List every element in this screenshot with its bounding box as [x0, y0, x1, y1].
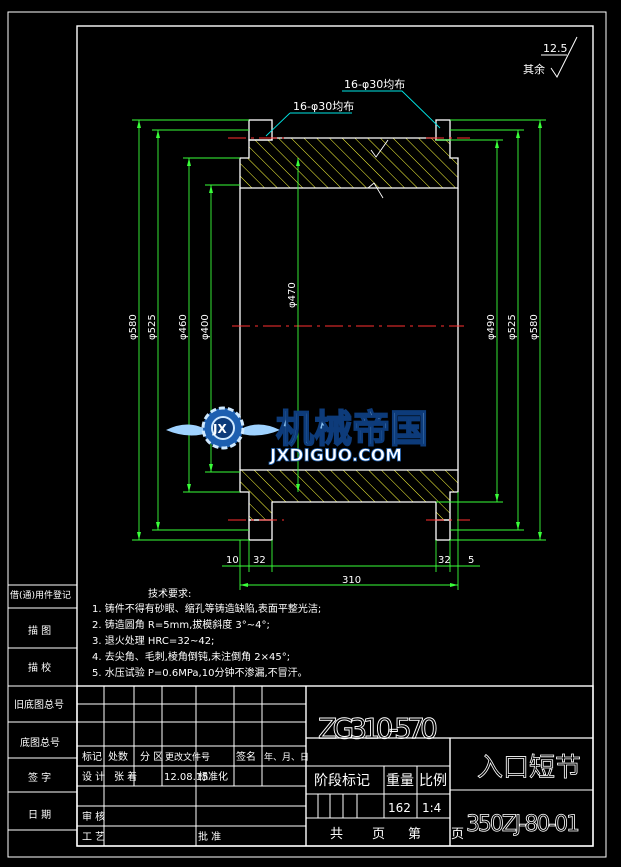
row-header-zone: 分 区	[140, 751, 163, 763]
side-label-borrowed: 借(通)用件登记	[10, 589, 71, 601]
title-block-grid	[76, 685, 594, 847]
dim-bottom-310: 310	[342, 575, 361, 586]
material-label: ZG310-570	[318, 712, 438, 745]
side-label-old-base: 旧底图总号	[14, 698, 64, 711]
side-register-labels: 借(通)用件登记 描 图 描 校 旧底图总号 底图总号 签 字 日 期	[10, 589, 71, 821]
weight-label: 重量	[386, 773, 414, 789]
dim-bottom-32-left: 32	[253, 555, 266, 566]
scale-label: 比例	[419, 773, 447, 789]
part-section-view	[228, 119, 470, 541]
tech-req-item-2: 2. 铸造圆角 R=5mm,拔模斜度 3°~4°;	[92, 618, 270, 631]
hole-note-right: 16-φ30均布	[344, 78, 405, 91]
title-block-texts: ZG310-570 入口短节 350ZJ-80-01 阶段标记 重量 比例 16…	[82, 712, 581, 843]
sheet-page-2: 页	[451, 827, 464, 842]
dim-left-580: φ580	[128, 314, 139, 340]
svg-text:12.5: 12.5	[543, 42, 568, 55]
watermark: JX 机械帝国 JXDIGUO.COM	[166, 406, 429, 466]
dim-left-460: φ460	[178, 314, 189, 340]
watermark-url: JXDIGUO.COM	[269, 446, 402, 466]
design-label: 设 计	[82, 770, 105, 783]
hole-note-left: 16-φ30均布	[293, 100, 354, 113]
watermark-logo: JX	[166, 406, 280, 450]
sheet-page: 页	[372, 827, 385, 842]
top-wall-hatch	[239, 137, 459, 189]
dim-bottom-5: 5	[468, 555, 474, 566]
sheet-total: 共	[330, 827, 343, 842]
tech-requirements: 技术要求: 1. 铸件不得有砂眼、缩孔等铸造缺陷,表面平整光洁; 2. 铸造圆角…	[92, 587, 321, 679]
row-header-date: 年、月、日	[264, 751, 309, 763]
side-label-trace: 描 图	[28, 624, 51, 637]
review-label: 审 核	[82, 810, 105, 823]
roughness-symbol: 12.5 其余	[523, 36, 578, 78]
part-name: 入口短节	[477, 753, 581, 783]
dim-bottom-10: 10	[226, 555, 239, 566]
process-label: 工 艺	[82, 831, 105, 843]
designer-name: 张 着	[114, 770, 137, 783]
surface-marks	[367, 139, 389, 199]
side-label-date: 日 期	[28, 809, 51, 821]
row-header-sign: 签名	[236, 750, 256, 763]
row-header-mark: 标记	[82, 751, 102, 763]
standardize-label: 标准化	[198, 770, 228, 783]
dim-center-470: φ470	[287, 282, 298, 308]
svg-text:其余: 其余	[523, 62, 545, 76]
tech-req-item-5: 5. 水压试验 P=0.6MPa,10分钟不渗漏,不冒汗。	[92, 666, 308, 679]
tech-req-item-3: 3. 退火处理 HRC=32~42;	[92, 635, 214, 647]
dim-right-490: φ490	[486, 314, 497, 340]
approve-label: 批 准	[198, 830, 221, 843]
sheet-no: 第	[408, 827, 421, 842]
dimension-texts: φ580 φ525 φ460 φ400 φ470 φ490 φ525 φ580 …	[128, 282, 540, 586]
side-label-trace-check: 描 校	[28, 661, 51, 674]
dim-left-400: φ400	[200, 314, 211, 340]
tech-req-item-1: 1. 铸件不得有砂眼、缩孔等铸造缺陷,表面平整光洁;	[92, 602, 321, 615]
hole-leaders	[265, 90, 441, 137]
side-register	[8, 607, 77, 831]
side-label-sign: 签 字	[28, 771, 51, 784]
tech-req-title: 技术要求:	[148, 587, 191, 600]
row-header-change-doc: 更改文件号	[165, 751, 210, 763]
dim-bottom-32-right: 32	[438, 555, 451, 566]
dim-right-525: φ525	[507, 314, 518, 340]
side-label-base: 底图总号	[20, 736, 60, 749]
watermark-logo-letters: JX	[212, 422, 227, 436]
design-date: 12.08.15	[164, 772, 209, 783]
centerlines	[228, 137, 470, 521]
watermark-title: 机械帝国	[276, 407, 428, 451]
bottom-wall-hatch	[239, 469, 459, 521]
drawing-number: 350ZJ-80-01	[466, 812, 580, 837]
tech-req-item-4: 4. 去尖角、毛刺,棱角倒钝,未注倒角 2×45°;	[92, 650, 290, 663]
stage-mark-label: 阶段标记	[314, 773, 370, 789]
weight-value: 162	[388, 801, 411, 815]
row-header-count: 处数	[108, 750, 128, 763]
scale-value: 1:4	[422, 801, 441, 815]
dimension-lines	[132, 119, 546, 590]
dimension-arrows	[137, 120, 542, 587]
dim-left-525: φ525	[147, 314, 158, 340]
dim-right-580: φ580	[529, 314, 540, 340]
